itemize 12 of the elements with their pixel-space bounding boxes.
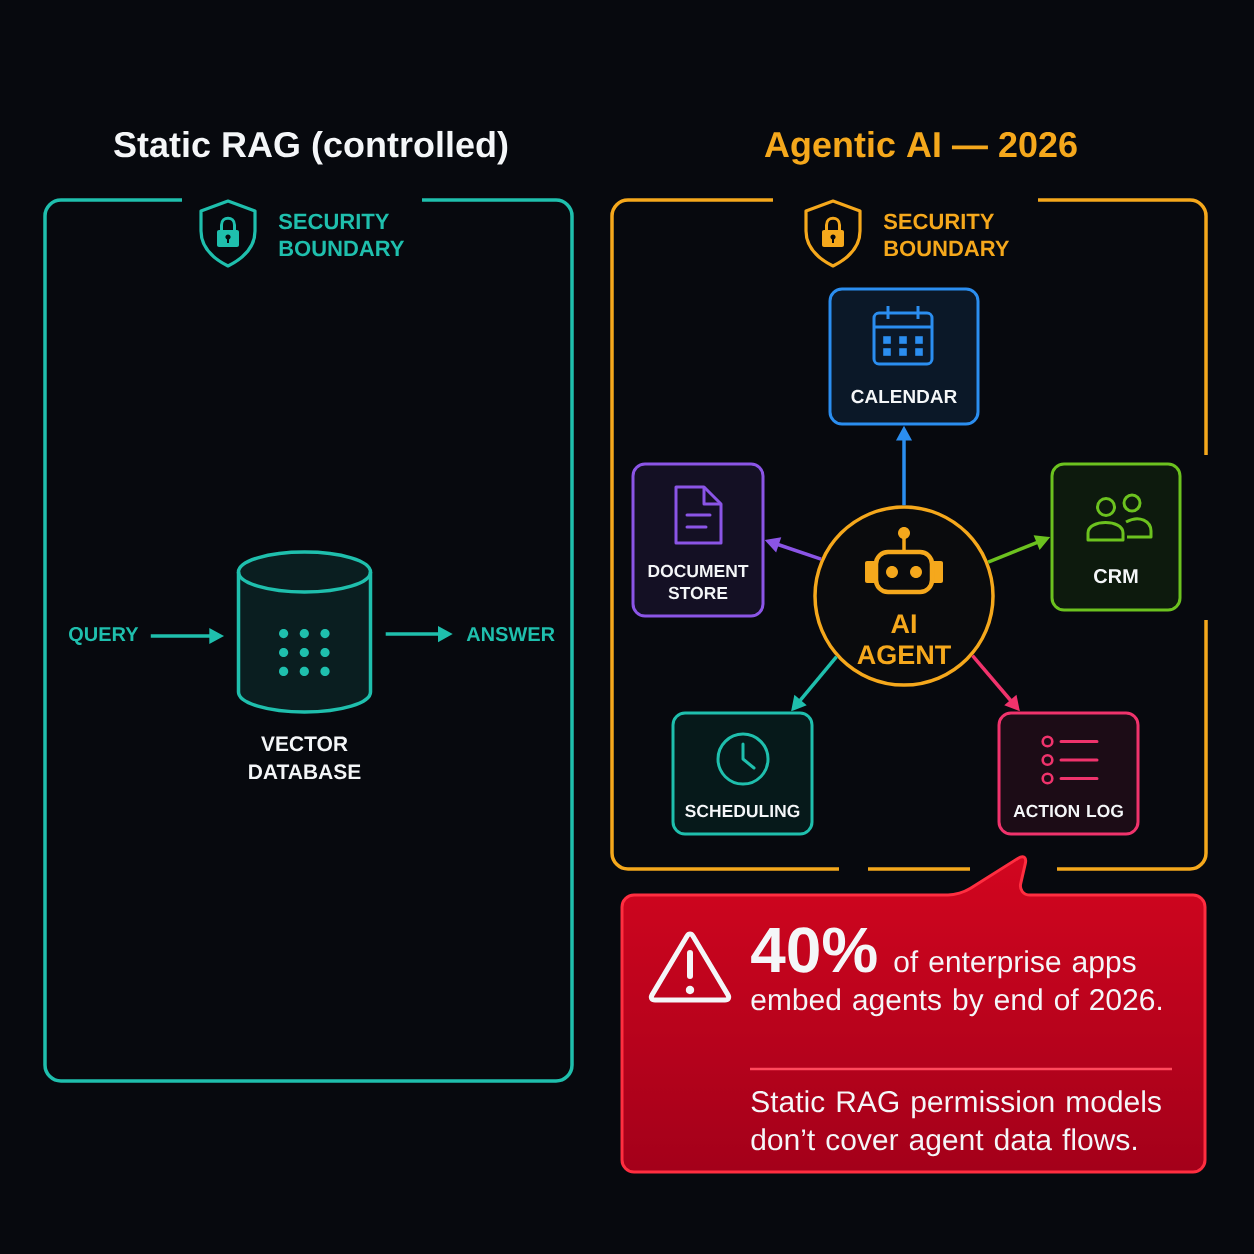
- panel-title: Agentic AI — 2026: [764, 130, 1077, 165]
- stat-number: 40%: [751, 927, 877, 973]
- tool-box: CALENDAR: [828, 287, 980, 426]
- callout-text: Static RAG permission models don’t cover agent data flows.: [751, 1090, 1161, 1157]
- node-label: VECTOR DATABASE: [249, 736, 361, 780]
- flow-label: QUERY: [69, 627, 139, 645]
- flow-label: ANSWER: [466, 627, 555, 642]
- tool-box: ACTION LOG: [997, 711, 1140, 836]
- tool-box: CRM: [1050, 462, 1182, 612]
- tool-box: SCHEDULING: [671, 711, 814, 836]
- tool-box: DOCUMENT STORE: [631, 462, 765, 618]
- panel-title: Static RAG (controlled): [114, 130, 508, 165]
